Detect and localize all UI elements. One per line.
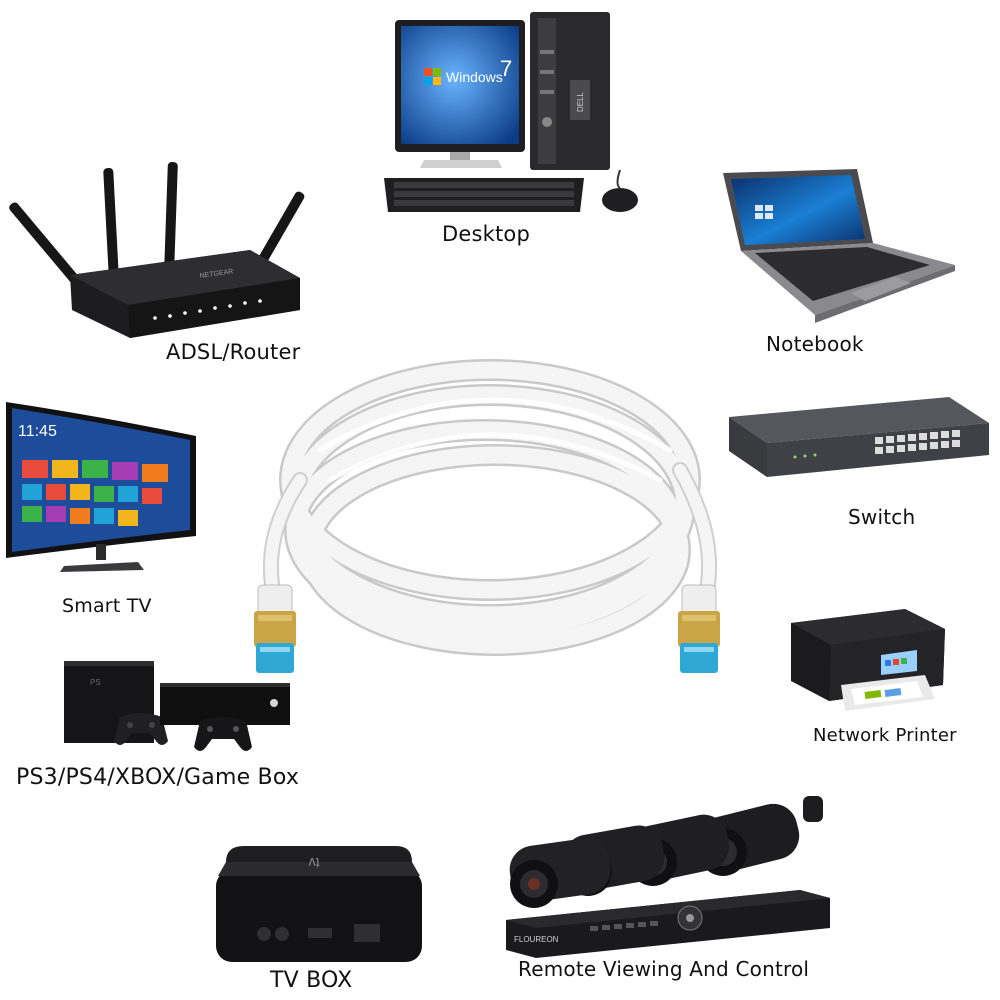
security-camera-icon: FLOUREON — [500, 790, 840, 960]
label-switch: Switch — [848, 505, 916, 529]
ethernet-cable-icon — [240, 340, 740, 690]
label-smart-tv: Smart TV — [62, 595, 152, 617]
game-console-icon: PS — [60, 655, 300, 765]
windows-logo-text: Windows — [446, 69, 503, 85]
label-game: PS3/PS4/XBOX/Game Box — [16, 765, 300, 790]
network-switch-icon — [725, 395, 993, 485]
label-tv-box: TV BOX — [270, 968, 353, 993]
svg-text:DELL: DELL — [576, 91, 585, 112]
tvbox-brand: tv — [309, 855, 320, 871]
printer-icon — [785, 605, 955, 715]
tv-clock: 11:45 — [18, 423, 57, 440]
label-router: ADSL/Router — [166, 340, 301, 364]
wifi-router-icon: NETGEAR — [0, 160, 310, 340]
smart-tv-icon: 11:45 — [4, 400, 199, 575]
laptop-icon — [715, 165, 960, 325]
desktop-computer-icon: Windows 7 DELL — [380, 10, 650, 220]
label-printer: Network Printer — [813, 725, 957, 746]
windows-version: 7 — [500, 56, 512, 81]
label-remote: Remote Viewing And Control — [518, 957, 810, 981]
label-notebook: Notebook — [766, 332, 864, 356]
tv-box-icon: tv — [212, 840, 422, 965]
label-desktop: Desktop — [442, 222, 531, 246]
dvr-brand: FLOUREON — [514, 935, 559, 944]
router-brand: NETGEAR — [199, 268, 233, 280]
svg-text:PS: PS — [90, 678, 101, 687]
